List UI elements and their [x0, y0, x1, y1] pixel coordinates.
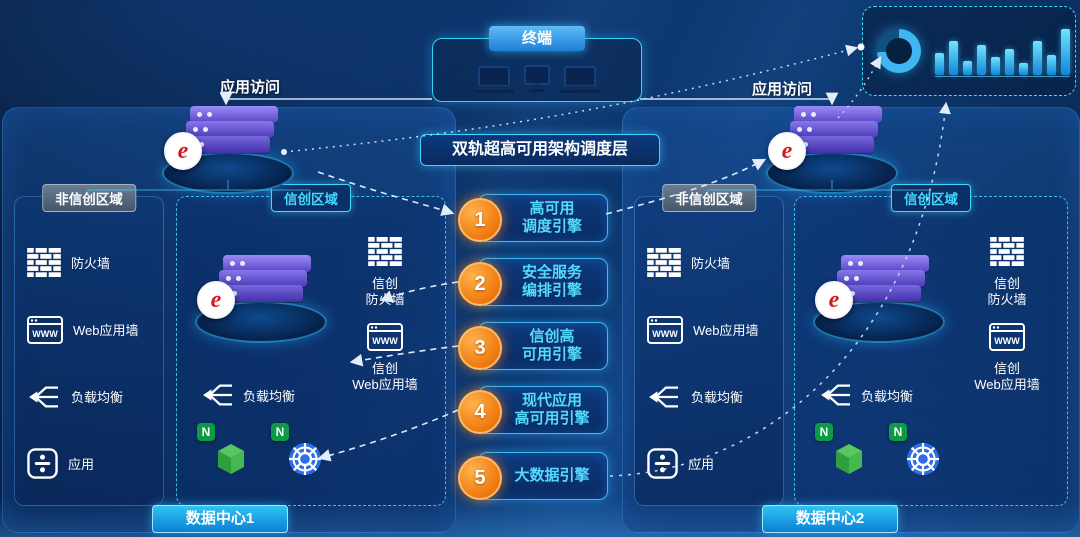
terminal-box: 终端: [432, 26, 642, 102]
xc-waf-item: 信创 Web应用墙: [337, 323, 433, 394]
web-browser-icon: [647, 316, 683, 344]
engine-label: 现代应用 高可用引擎: [514, 392, 590, 427]
laptop-icon: [558, 65, 602, 95]
firewall-icon: [647, 248, 681, 277]
engine-number-badge: 2: [458, 262, 502, 306]
server-stack-dc1: e: [162, 106, 294, 194]
laptop-icon: [472, 65, 516, 95]
dc2-non-xinchuang-panel: 非信创区域 防火墙 Web应用墙 负载均衡 应用: [634, 184, 784, 506]
engine-box: 现代应用 高可用引擎: [478, 386, 608, 434]
donut-chart-icon: [877, 29, 921, 73]
engine-label: 高可用 调度引擎: [521, 200, 582, 235]
item-label: 负载均衡: [691, 390, 744, 405]
runtime-icons-row: N N: [197, 423, 329, 485]
engine-number-badge: 1: [458, 198, 502, 242]
nginx-icon: N: [271, 423, 289, 441]
engine-number-badge: 5: [458, 456, 502, 500]
server-stack-xc2: e: [813, 255, 945, 343]
web-browser-icon: [989, 323, 1025, 351]
item-label: 防火墙: [691, 256, 731, 271]
item-label: 应用: [688, 457, 715, 472]
container-cube-icon: [213, 441, 249, 477]
nginx-icon: N: [815, 423, 833, 441]
terminal-devices: [433, 65, 641, 95]
zone-label-non-xc: 非信创区域: [42, 184, 136, 212]
monitor-icon: [524, 65, 550, 95]
firewall-icon: [368, 237, 402, 266]
web-browser-icon: [27, 316, 63, 344]
zone-label-xc: 信创区域: [891, 184, 971, 212]
app-access-label-right: 应用访问: [752, 81, 813, 98]
load-balancer-icon: [647, 383, 681, 411]
engine-number-badge: 3: [458, 326, 502, 370]
red-e-logo-icon: e: [164, 132, 202, 170]
dc1-xinchuang-panel: 信创区域 e 信创 防火墙 信创 Web应用墙 负载均衡 N N: [176, 184, 446, 506]
item-label: 防火墙: [71, 256, 111, 271]
engine-item-5: 大数据引擎 5: [458, 452, 608, 500]
xc-waf-item: 信创 Web应用墙: [959, 323, 1055, 394]
application-item: 应用: [27, 430, 155, 497]
scheduler-layer-title: 双轨超高可用架构调度层: [420, 134, 660, 166]
web-browser-icon: [367, 323, 403, 351]
engine-item-1: 高可用 调度引擎 1: [458, 194, 608, 242]
xc-firewall-item: 信创 防火墙: [959, 237, 1055, 309]
firewall-item: 防火墙: [27, 229, 155, 296]
firewall-icon: [990, 237, 1024, 266]
dashboard-bars: [935, 25, 1070, 77]
application-item: 应用: [647, 430, 775, 497]
engine-label: 安全服务 编排引擎: [521, 264, 582, 299]
zone-label-non-xc: 非信创区域: [662, 184, 756, 212]
item-label: Web应用墙: [73, 323, 139, 338]
server-stack-dc2: e: [766, 106, 898, 194]
firewall-item: 防火墙: [647, 229, 775, 296]
load-balancer-icon: [27, 383, 61, 411]
engine-number-badge: 4: [458, 390, 502, 434]
container-cube-icon: [831, 441, 867, 477]
nginx-icon: N: [197, 423, 215, 441]
red-e-logo-icon: e: [815, 281, 853, 319]
red-e-logo-icon: e: [197, 281, 235, 319]
load-balancer-item: 负载均衡: [27, 363, 155, 430]
engine-item-2: 安全服务 编排引擎 2: [458, 258, 608, 306]
web-app-wall-item: Web应用墙: [27, 296, 155, 363]
kubernetes-icon: [905, 441, 941, 477]
engine-label: 大数据引擎: [514, 467, 590, 485]
server-stack-xc1: e: [195, 255, 327, 343]
nginx-kubernetes-group: N: [889, 423, 947, 485]
xc-firewall-item: 信创 防火墙: [337, 237, 433, 309]
dc2-xinchuang-panel: 信创区域 e 信创 防火墙 信创 Web应用墙 负载均衡 N N: [794, 184, 1068, 506]
terminal-label: 终端: [489, 26, 585, 51]
load-balancer-item: 负载均衡: [647, 363, 775, 430]
item-label: 负载均衡: [71, 390, 124, 405]
datacenter-1-label: 数据中心1: [152, 505, 288, 533]
monitoring-dashboard-panel: [862, 6, 1076, 96]
application-icon: [27, 448, 58, 479]
load-balancer-icon: [201, 381, 235, 409]
engine-item-4: 现代应用 高可用引擎 4: [458, 386, 608, 434]
nginx-container-group: N: [815, 423, 873, 485]
xc-load-balancer-item: 负载均衡: [819, 381, 913, 409]
web-app-wall-item: Web应用墙: [647, 296, 775, 363]
engine-item-3: 信创高 可用引擎 3: [458, 322, 608, 370]
engine-label: 信创高 可用引擎: [521, 328, 582, 363]
runtime-icons-row: N N: [815, 423, 947, 485]
kubernetes-icon: [287, 441, 323, 477]
nginx-icon: N: [889, 423, 907, 441]
xc-load-balancer-item: 负载均衡: [201, 381, 295, 409]
application-icon: [647, 448, 678, 479]
datacenter-2-label: 数据中心2: [762, 505, 898, 533]
firewall-icon: [27, 248, 61, 277]
nginx-kubernetes-group: N: [271, 423, 329, 485]
item-label: 应用: [68, 457, 95, 472]
nginx-container-group: N: [197, 423, 255, 485]
item-label: Web应用墙: [693, 323, 759, 338]
app-access-label-left: 应用访问: [220, 79, 281, 96]
load-balancer-icon: [819, 381, 853, 409]
dc1-non-xinchuang-panel: 非信创区域 防火墙 Web应用墙 负载均衡 应用: [14, 184, 164, 506]
red-e-logo-icon: e: [768, 132, 806, 170]
